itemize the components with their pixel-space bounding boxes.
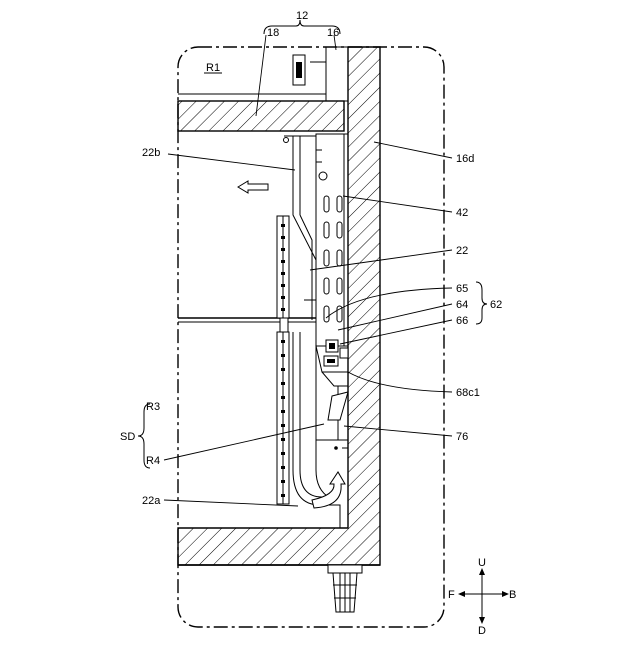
- shelf-rail-upper: [277, 216, 289, 318]
- duct-slots: [324, 196, 342, 322]
- label-65: 65: [456, 283, 468, 295]
- label-22a: 22a: [142, 495, 161, 507]
- air-duct-22: [293, 136, 316, 260]
- compass-up-label: U: [478, 557, 486, 569]
- label-76: 76: [456, 431, 468, 443]
- compass-front-label: F: [448, 589, 455, 601]
- label-22b: 22b: [142, 147, 160, 159]
- label-12: 12: [296, 10, 308, 22]
- label-16: 16: [327, 27, 339, 39]
- label-18: 18: [267, 27, 279, 39]
- direction-compass: [458, 568, 509, 624]
- label-sd: SD: [120, 431, 135, 443]
- label-r1: R1: [206, 62, 220, 74]
- label-22: 22: [456, 245, 468, 257]
- brace-62: [476, 282, 487, 324]
- label-42: 42: [456, 207, 468, 219]
- airflow-left-arrow: [238, 181, 268, 193]
- label-66: 66: [456, 315, 468, 327]
- top-box: [326, 47, 348, 101]
- label-16d: 16d: [456, 153, 474, 165]
- label-r4: R4: [146, 455, 160, 467]
- upper-insulation-panel: [178, 101, 344, 131]
- label-r3: R3: [146, 401, 160, 413]
- shelf-rail-lower: [277, 332, 289, 504]
- label-64: 64: [456, 299, 468, 311]
- compass-down-label: D: [478, 625, 486, 637]
- guide-member-76: [316, 392, 348, 450]
- label-68c1: 68c1: [456, 387, 480, 399]
- duct-panel: [316, 134, 348, 346]
- compass-back-label: B: [509, 589, 516, 601]
- adjuster-foot: [328, 565, 362, 612]
- label-62: 62: [490, 299, 502, 311]
